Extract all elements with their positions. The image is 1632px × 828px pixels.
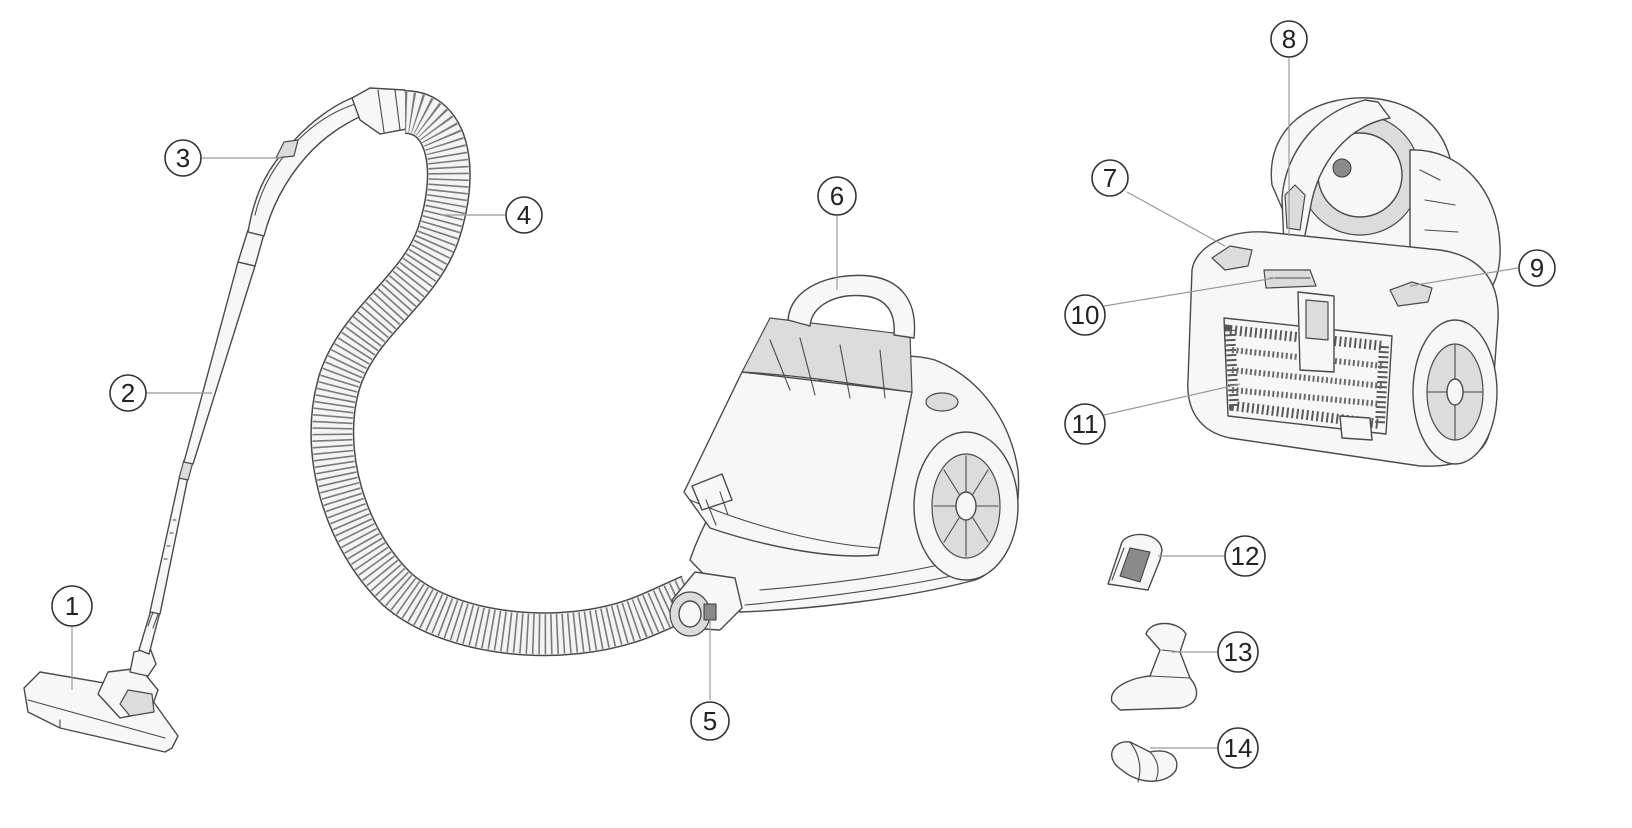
- callout-6: 6: [817, 176, 857, 216]
- callout-14: 14: [1217, 727, 1259, 769]
- crevice-tool: [1107, 533, 1163, 591]
- callout-12-label: 12: [1231, 541, 1260, 571]
- floor-brush: [23, 647, 179, 753]
- callout-9: 9: [1518, 249, 1556, 287]
- callout-10-label: 10: [1071, 300, 1100, 330]
- callout-4: 4: [505, 196, 543, 234]
- callout-7: 7: [1091, 159, 1129, 197]
- upholstery-tool: [1110, 622, 1198, 711]
- callout-5-label: 5: [703, 706, 717, 736]
- flexible-hose: [310, 87, 699, 657]
- callout-10: 10: [1064, 294, 1106, 336]
- callout-14-label: 14: [1224, 733, 1253, 763]
- callout-3-label: 3: [176, 143, 190, 173]
- vacuum-open-unit: [1187, 97, 1501, 467]
- callout-1: 1: [51, 585, 93, 627]
- callout-2-label: 2: [121, 378, 135, 408]
- callout-1-label: 1: [65, 591, 79, 621]
- callout-6-label: 6: [830, 181, 844, 211]
- callout-7-label: 7: [1103, 163, 1117, 193]
- callout-3: 3: [164, 139, 202, 177]
- callout-2: 2: [109, 374, 147, 412]
- callout-11-label: 11: [1072, 409, 1099, 439]
- callout-13-label: 13: [1224, 637, 1253, 667]
- callout-9-label: 9: [1530, 253, 1544, 283]
- callout-13: 13: [1217, 631, 1259, 673]
- telescopic-tube: [138, 229, 265, 655]
- callout-5: 5: [690, 701, 730, 741]
- handle: [247, 94, 373, 237]
- callout-4-label: 4: [517, 200, 531, 230]
- callout-11: 11: [1064, 403, 1106, 445]
- vacuum-main-body: [669, 274, 1020, 637]
- leader-lines: [71, 58, 1519, 749]
- callout-12: 12: [1224, 535, 1266, 577]
- callout-8-label: 8: [1282, 24, 1296, 54]
- tool-clip: [1111, 741, 1178, 783]
- callout-8: 8: [1270, 20, 1308, 58]
